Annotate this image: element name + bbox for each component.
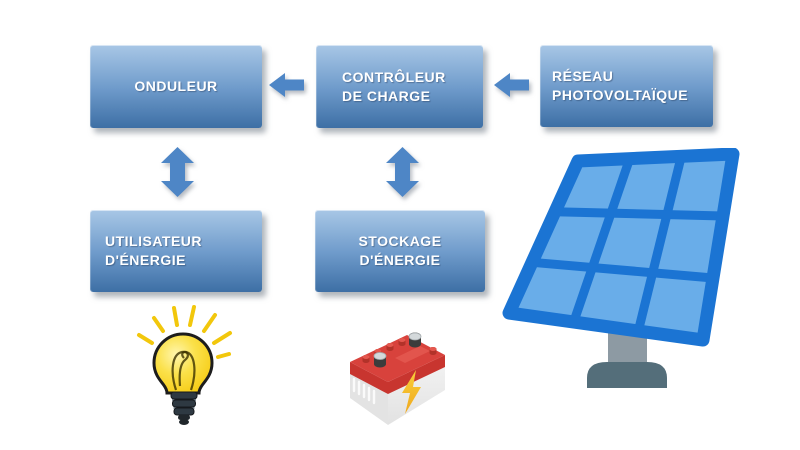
node-reseau-photovoltaique: RÉSEAU PHOTOVOLTAÏQUE — [540, 45, 713, 127]
battery-vents — [352, 377, 376, 405]
panel-frame — [502, 148, 740, 347]
light-bulb-icon — [137, 305, 232, 425]
lightning-bolt-icon — [402, 370, 421, 414]
battery-label — [395, 346, 430, 363]
solar-panel-icon — [502, 148, 740, 388]
left-arrow-icon — [494, 73, 529, 97]
node-label: PHOTOVOLTAÏQUE — [552, 87, 689, 103]
battery-red-band — [388, 355, 445, 394]
node-label: CONTRÔLEUR — [342, 68, 446, 85]
vertical-double-arrow-icon — [161, 147, 194, 197]
battery-terminals — [373, 332, 422, 368]
node-label: D'ÉNERGIE — [105, 252, 186, 268]
node-onduleur: ONDULEUR — [90, 45, 262, 128]
node-stockage-denergie: STOCKAGE D'ÉNERGIE — [315, 210, 485, 292]
panel-base — [587, 362, 667, 388]
node-label: D'ÉNERGIE — [359, 252, 441, 268]
node-utilisateur-denergie: UTILISATEUR D'ÉNERGIE — [90, 210, 262, 292]
bulb-filament — [181, 350, 196, 391]
node-controleur-de-charge: CONTRÔLEUR DE CHARGE — [316, 45, 483, 128]
node-label: STOCKAGE — [358, 233, 442, 249]
bulb-screw-base — [170, 391, 198, 425]
node-label: ONDULEUR — [134, 78, 218, 94]
node-label: UTILISATEUR — [105, 233, 203, 249]
battery-red-band — [350, 362, 388, 394]
node-label: RÉSEAU — [552, 68, 614, 84]
panel-grid-lines — [531, 155, 724, 333]
battery-icon — [350, 332, 445, 425]
bulb-rays — [137, 305, 232, 359]
left-arrow-icon — [269, 73, 304, 97]
bulb-filament — [171, 350, 189, 391]
node-label: DE CHARGE — [342, 87, 431, 104]
vertical-double-arrow-icon — [386, 147, 419, 197]
